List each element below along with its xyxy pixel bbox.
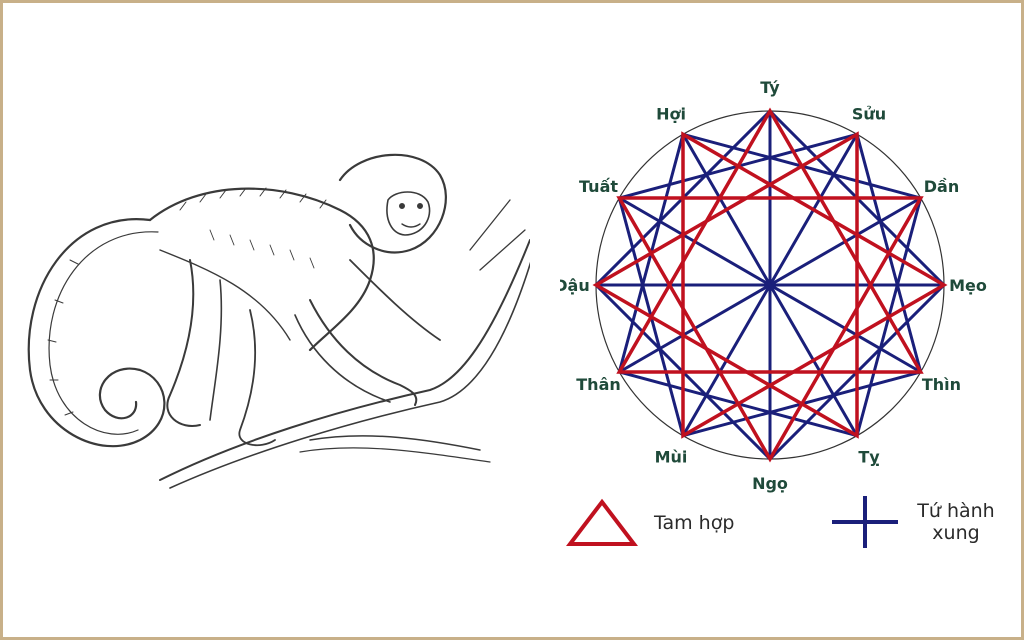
label-thin: Thìn xyxy=(922,375,961,394)
zodiac-diagram: Tý Sửu Dần Mẹo Thìn Tỵ Ngọ Mùi Thân Dậu … xyxy=(560,78,987,493)
label-ngo: Ngọ xyxy=(752,474,788,493)
cross-icon xyxy=(832,496,898,548)
tam-hop-triangle-3 xyxy=(681,131,948,439)
monkey-illustration xyxy=(27,153,530,489)
label-ty: Tý xyxy=(760,78,780,97)
tam-hop-triangles xyxy=(592,107,948,463)
legend-tu-hanh-xung-line1: Tứ hành xyxy=(917,500,995,522)
tam-hop-triangle-1 xyxy=(592,131,859,439)
label-dan: Dần xyxy=(924,177,959,196)
legend-tam-hop-label: Tam hợp xyxy=(654,512,735,534)
tam-hop-triangle-2 xyxy=(616,196,924,463)
label-hoi: Hợi xyxy=(656,105,686,124)
label-dau: Dậu xyxy=(560,276,590,295)
label-mui: Mùi xyxy=(655,447,688,466)
triangle-icon xyxy=(566,498,638,546)
label-ti: Tỵ xyxy=(858,447,880,466)
tam-hop-triangle-0 xyxy=(616,107,924,374)
legend-tu-hanh-xung-label: Tứ hành xung xyxy=(906,500,1006,544)
label-meo: Mẹo xyxy=(949,276,987,295)
label-suu: Sửu xyxy=(852,105,886,124)
tu-hanh-xung-lines xyxy=(593,108,947,462)
label-than: Thân xyxy=(576,375,621,394)
zodiac-labels: Tý Sửu Dần Mẹo Thìn Tỵ Ngọ Mùi Thân Dậu … xyxy=(560,78,987,493)
legend-tu-hanh-xung-line2: xung xyxy=(932,522,980,544)
xung-diameter-5 xyxy=(681,133,859,437)
label-tuat: Tuất xyxy=(579,177,618,196)
